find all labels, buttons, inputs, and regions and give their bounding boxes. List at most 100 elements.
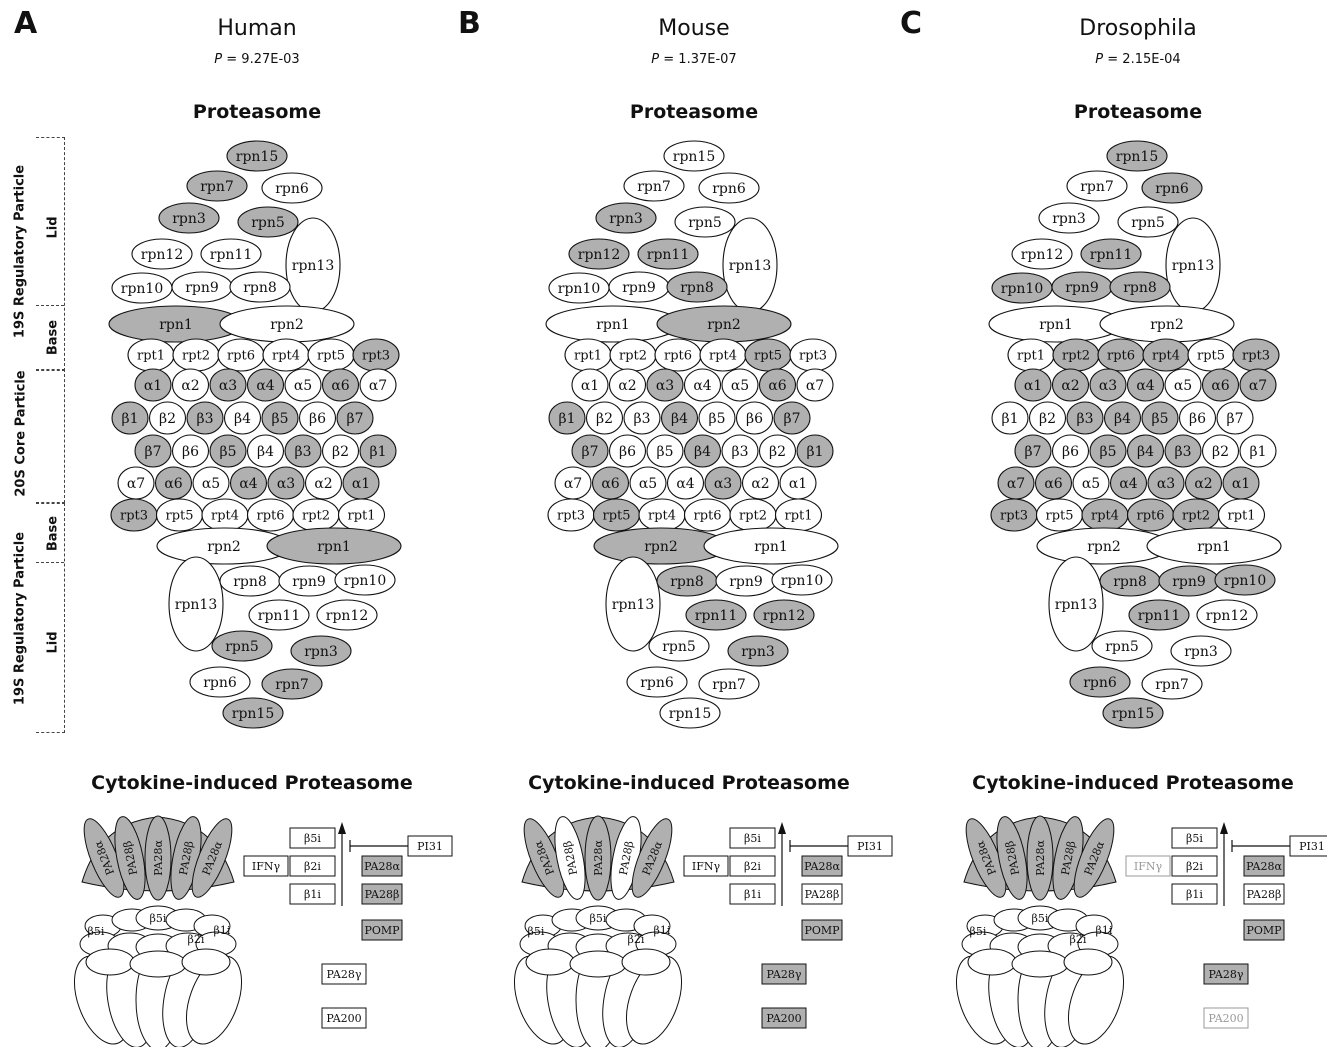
- inner-beta2i-2: β2i: [188, 933, 205, 946]
- rpt-top-rpt4: rpt4: [1142, 338, 1190, 372]
- a-bot-alpha5-label: α5: [202, 476, 220, 492]
- panel-letter-a: A: [14, 6, 38, 41]
- inner-beta2i-2: β2i: [1070, 933, 1087, 946]
- lid-top-rpn12-label: rpn12: [141, 247, 184, 263]
- b-bot-beta7: β7: [1014, 434, 1052, 468]
- p-value-drosophila: P = 2.15E-04: [1095, 52, 1181, 67]
- proteasome-title-mouse: Proteasome: [629, 101, 759, 123]
- box-pa28beta: PA28β: [801, 883, 843, 905]
- b-bot-beta7-label: β7: [581, 444, 598, 460]
- lid-bottom-rpn13-label: rpn13: [612, 597, 655, 613]
- b-bot-beta1: β1: [796, 434, 834, 468]
- lid-bottom-rpn11: rpn11: [248, 599, 310, 631]
- lid-bottom-rpn10: rpn10: [334, 564, 396, 596]
- a-top-alpha3: α3: [209, 368, 247, 402]
- b-top-beta5: β5: [698, 401, 736, 435]
- rpt-top-rpt5-label: rpt5: [754, 349, 782, 364]
- rpt-top-rpt3-label: rpt3: [362, 349, 390, 364]
- rpt-bot-rpt5: rpt5: [1035, 498, 1084, 532]
- lid-bottom-rpn9: rpn9: [1158, 565, 1220, 597]
- lid-top-rpn3-label: rpn3: [1052, 211, 1086, 227]
- lid-top-rpn7-label: rpn7: [1080, 179, 1114, 195]
- lid-bottom-rpn10-label: rpn10: [781, 573, 824, 589]
- b-bot-beta2: β2: [321, 434, 360, 468]
- b-top-beta3: β3: [1066, 401, 1104, 435]
- lid-bottom-rpn6: rpn6: [1069, 666, 1131, 698]
- rpt-top-rpt1: rpt1: [1007, 338, 1055, 372]
- a-bot-alpha5-label: α5: [639, 476, 657, 492]
- a-bot-alpha1: α1: [779, 466, 817, 500]
- a-bot-alpha3-label: α3: [1157, 476, 1175, 492]
- cap-pa28alpha-2: PA28α: [584, 815, 612, 901]
- rpt-top-rpt6-label: rpt6: [1107, 349, 1135, 364]
- b-top-beta6: β6: [298, 401, 337, 435]
- box-beta2i: β2i: [1171, 855, 1218, 877]
- rpt-bot-rpt3: rpt3: [547, 498, 595, 532]
- regulation-arrows: [1220, 822, 1290, 906]
- b-top-beta2: β2: [585, 401, 624, 435]
- a-top-alpha3-label: α3: [1099, 378, 1117, 394]
- b-top-beta7: β7: [1216, 401, 1254, 435]
- box-pomp: POMP: [801, 919, 843, 941]
- box-pa28beta: PA28β: [361, 883, 403, 905]
- b-bot-beta5-label: β5: [1099, 444, 1116, 460]
- a-bot-alpha5: α5: [629, 466, 667, 500]
- lid-bottom-rpn3-label: rpn3: [1184, 644, 1218, 660]
- svg-text:β5i: β5i: [744, 832, 761, 845]
- box-beta1i: β1i: [1171, 883, 1218, 905]
- lid-top-rpn5-label: rpn5: [1131, 215, 1165, 231]
- lid-bottom-rpn7-label: rpn7: [1155, 677, 1189, 693]
- b-bot-beta6: β6: [1051, 434, 1090, 468]
- b-bot-beta2-label: β2: [769, 444, 786, 460]
- rpt-bot-rpt5-label: rpt5: [1045, 509, 1073, 524]
- box-beta2i: β2i: [729, 855, 776, 877]
- b-top-beta7-label: β7: [783, 411, 800, 427]
- base-bottom-rpn2: rpn2: [1036, 527, 1172, 565]
- base-bottom-rpn2-label: rpn2: [207, 539, 241, 555]
- lid-bottom-rpn3-label: rpn3: [741, 644, 775, 660]
- b-top-beta1: β1: [548, 401, 586, 435]
- rpt-bot-rpt6: rpt6: [246, 498, 295, 532]
- cap-pa28alpha-4: PA28α: [1073, 818, 1115, 898]
- svg-text:β1i: β1i: [744, 888, 761, 901]
- b-bot-beta5: β5: [646, 434, 684, 468]
- base-top-rpn2: rpn2: [1099, 305, 1235, 343]
- a-top-alpha5-label: α5: [1174, 378, 1192, 394]
- lid-top-rpn10: rpn10: [991, 272, 1053, 304]
- b-top-beta4-label: β4: [234, 411, 251, 427]
- box-beta5i: β5i: [1171, 827, 1218, 849]
- lid-top-rpn12: rpn12: [568, 238, 630, 270]
- core-subunit: [1068, 955, 1124, 1045]
- core-subunit: [186, 955, 242, 1045]
- lid-top-rpn11: rpn11: [1080, 238, 1142, 270]
- lid-bottom-rpn12-label: rpn12: [763, 608, 806, 624]
- lid-top-rpn10-label: rpn10: [121, 281, 164, 297]
- rpt-bot-rpt5-label: rpt5: [602, 509, 630, 524]
- lid-top-rpn11: rpn11: [637, 238, 699, 270]
- b-bot-beta7-label: β7: [144, 444, 161, 460]
- box-pi31: PI31: [407, 835, 453, 857]
- rpt-top-rpt5-label: rpt5: [1197, 349, 1225, 364]
- b-bot-beta1-label: β1: [1249, 444, 1266, 460]
- a-bot-alpha3-label: α3: [277, 476, 295, 492]
- a-top-alpha4-label: α4: [1136, 378, 1154, 394]
- box-pa28beta: PA28β: [1243, 883, 1285, 905]
- cap-pa28alpha-2: PA28α: [144, 815, 172, 901]
- lid-bottom-rpn8-label: rpn8: [233, 574, 267, 590]
- rpt-bot-rpt3: rpt3: [990, 498, 1038, 532]
- svg-text:β5i: β5i: [1186, 832, 1203, 845]
- rpt-bot-rpt3: rpt3: [110, 498, 158, 532]
- box-ifngamma: IFNγ: [243, 855, 289, 877]
- b-top-beta2: β2: [1028, 401, 1067, 435]
- a-bot-alpha5: α5: [192, 466, 230, 500]
- lid-top-rpn6: rpn6: [1141, 172, 1203, 204]
- rpt-top-rpt3: rpt3: [1232, 338, 1280, 372]
- a-top-alpha5-label: α5: [294, 378, 312, 394]
- b-bot-beta6: β6: [171, 434, 210, 468]
- a-bot-alpha5: α5: [1072, 466, 1110, 500]
- a-top-alpha7: α7: [359, 368, 397, 402]
- beta-ring: [961, 905, 1119, 978]
